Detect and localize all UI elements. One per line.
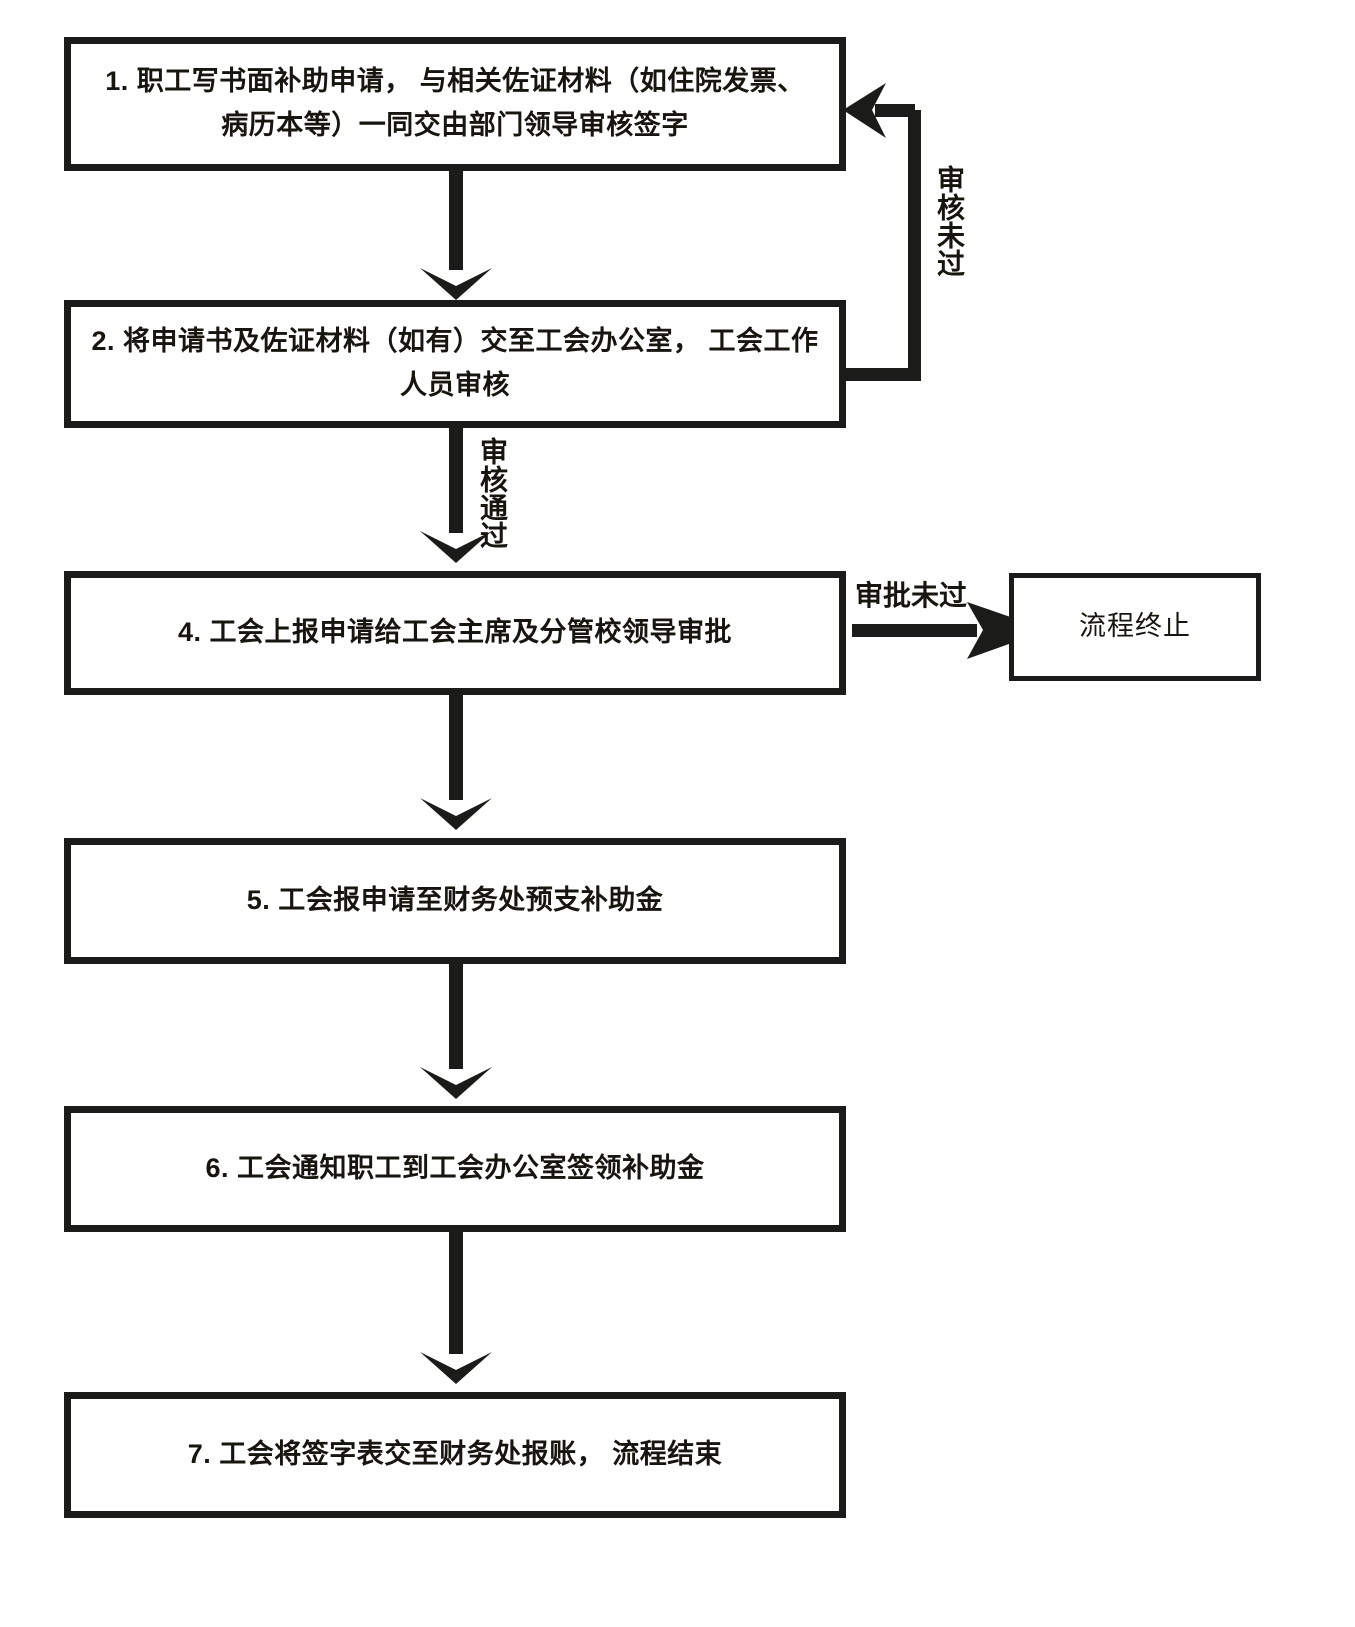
node-step-6-label: 6. 工会通知职工到工会办公室签领补助金 — [205, 1153, 705, 1184]
node-step-4[interactable]: 4. 工会上报申请给工会主席及分管校领导审批 — [64, 571, 846, 695]
connector-step4-to-step5 — [420, 695, 492, 830]
node-step-1[interactable]: 1. 职工写书面补助申请， 与相关佐证材料（如住院发票、 病历本等）一同交由部门… — [64, 37, 846, 171]
node-step-7[interactable]: 7. 工会将签字表交至财务处报账， 流程结束 — [64, 1392, 846, 1518]
connector-step5-to-step6 — [420, 964, 492, 1099]
node-step-1-label: 1. 职工写书面补助申请， 与相关佐证材料（如住院发票、 病历本等）一同交由部门… — [105, 66, 805, 140]
edge-label-review-passed: 审核通过 — [477, 437, 508, 549]
node-step-7-label: 7. 工会将签字表交至财务处报账， 流程结束 — [187, 1439, 723, 1470]
node-step-4-label: 4. 工会上报申请给工会主席及分管校领导审批 — [177, 617, 733, 648]
edge-label-review-failed: 审核未过 — [934, 165, 965, 277]
node-step-6[interactable]: 6. 工会通知职工到工会办公室签领补助金 — [64, 1106, 846, 1232]
edge-label-approval-failed: 审批未过 — [855, 580, 968, 611]
node-terminate-label: 流程终止 — [1079, 611, 1191, 642]
connector-step1-to-step2 — [420, 171, 492, 300]
node-terminate[interactable]: 流程终止 — [1009, 573, 1261, 681]
node-step-2-label: 2. 将申请书及佐证材料（如有）交至工会办公室， 工会工作 人员审核 — [91, 326, 819, 400]
node-step-2[interactable]: 2. 将申请书及佐证材料（如有）交至工会办公室， 工会工作 人员审核 — [64, 300, 846, 428]
node-step-5-label: 5. 工会报申请至财务处预支补助金 — [246, 885, 664, 916]
connector-step6-to-step7 — [420, 1232, 492, 1384]
connector-step2-to-step1-feedback — [843, 83, 921, 381]
node-step-5[interactable]: 5. 工会报申请至财务处预支补助金 — [64, 838, 846, 964]
